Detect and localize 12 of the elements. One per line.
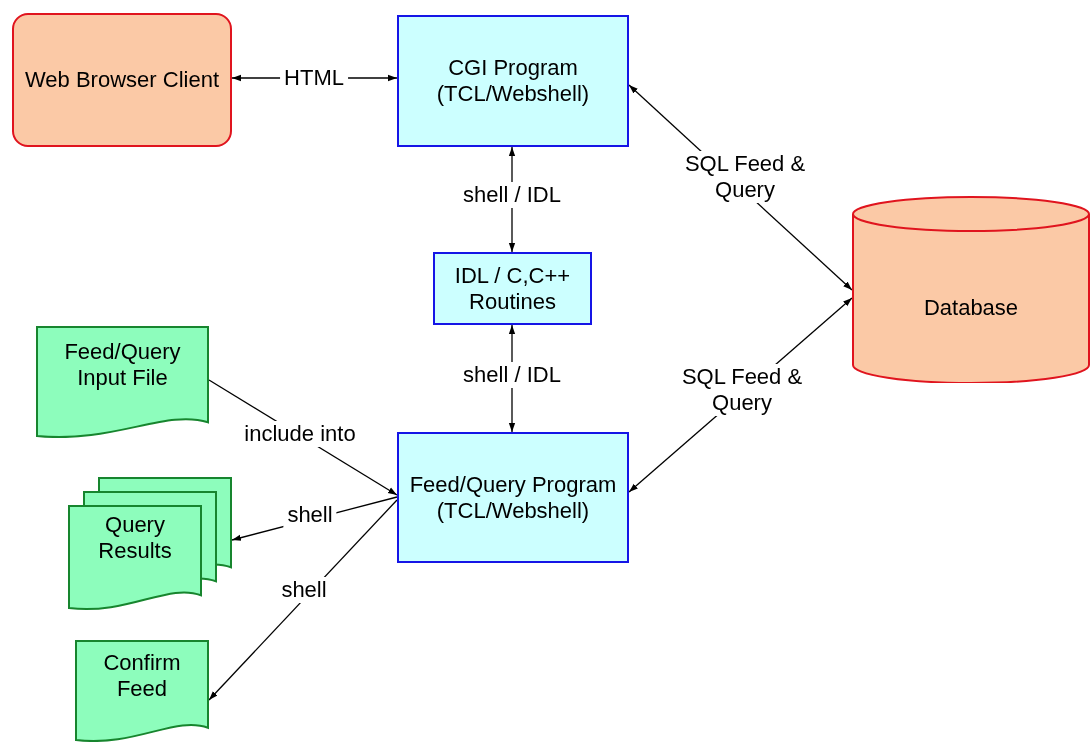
node-label: IDL / C,C++ Routines <box>453 262 572 315</box>
process-box <box>433 252 592 325</box>
node-label: Feed/Query Input File <box>63 339 182 392</box>
client-box <box>12 13 232 147</box>
process-box <box>397 432 629 563</box>
node-label: CGI Program (TCL/Webshell) <box>435 55 591 107</box>
node-label: Web Browser Client <box>25 67 219 93</box>
node-label: Database <box>923 294 1019 321</box>
process-box <box>397 15 629 147</box>
node-label: Confirm Feed <box>102 649 182 702</box>
node-label: Query Results <box>97 512 173 565</box>
node-label: Feed/Query Program (TCL/Webshell) <box>408 471 618 524</box>
